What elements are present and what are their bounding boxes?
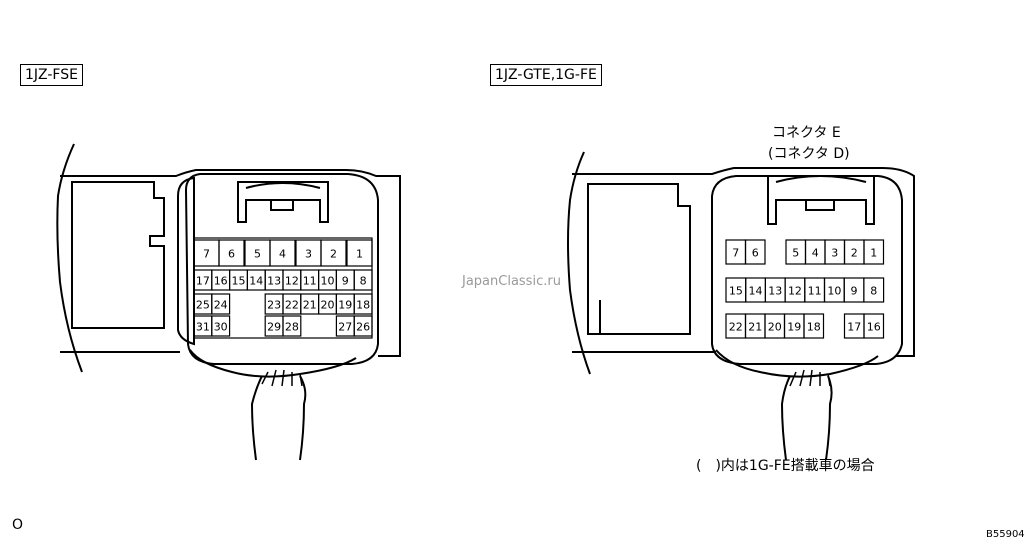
left-pin-26: 26 (356, 321, 370, 334)
right-pin-20: 20 (768, 321, 782, 334)
left-pin-28: 28 (285, 321, 299, 334)
right-pin-10: 10 (827, 285, 841, 298)
connector-d-label: (コネクタ D) (768, 146, 850, 162)
right-pin-22: 22 (729, 321, 743, 334)
right-connector-body (567, 151, 915, 461)
note-text: ( )内は1G-FE搭載車の場合 (696, 458, 875, 474)
left-pin-2: 2 (330, 248, 337, 261)
watermark: JapanClassic.ru (462, 274, 561, 289)
right-pin-9: 9 (851, 285, 858, 298)
right-pin-14: 14 (749, 285, 763, 298)
left-pin-30: 30 (214, 321, 228, 334)
left-pin-23: 23 (267, 299, 281, 312)
left-pin-21: 21 (303, 299, 317, 312)
right-pin-18-cell (803, 313, 825, 339)
right-pin-17: 17 (847, 321, 861, 334)
right-pin-8-cell (863, 277, 885, 303)
right-pin-13: 13 (768, 285, 782, 298)
right-pin-19: 19 (787, 321, 801, 334)
left-pin-14: 14 (249, 275, 263, 288)
left-engine-label: 1JZ-FSE (20, 64, 83, 86)
left-pin-20: 20 (321, 299, 335, 312)
right-pin-1: 1 (870, 247, 877, 260)
left-pin-13: 13 (267, 275, 281, 288)
corner-mark: O (12, 517, 24, 533)
left-pin-18-cell (353, 293, 373, 315)
right-pin-6: 6 (752, 247, 759, 260)
right-pin-2: 2 (851, 247, 858, 260)
right-pin-8: 8 (870, 285, 877, 298)
right-pin-4: 4 (812, 247, 819, 260)
connector-e-label: コネクタ E (772, 125, 841, 141)
right-pin-6-cell (744, 239, 766, 265)
left-pin-10: 10 (321, 275, 335, 288)
left-pin-16: 16 (214, 275, 228, 288)
left-pin-31: 31 (196, 321, 210, 334)
left-pin-6-cell (218, 239, 245, 267)
left-pin-22: 22 (285, 299, 299, 312)
left-pin-1-cell (346, 239, 373, 267)
right-pin-16-cell (863, 313, 885, 339)
left-pin-24: 24 (214, 299, 228, 312)
figure-id: B55904 (986, 529, 1025, 540)
right-pin-1-cell (863, 239, 885, 265)
left-pin-30-cell (211, 315, 231, 337)
left-pin-9: 9 (342, 275, 349, 288)
left-pin-3: 3 (305, 248, 312, 261)
right-pin-15: 15 (729, 285, 743, 298)
left-pin-4-cell (269, 239, 296, 267)
left-pin-6: 6 (228, 248, 235, 261)
left-pin-15: 15 (232, 275, 246, 288)
left-pin-8: 8 (360, 275, 367, 288)
left-pin-5: 5 (254, 248, 261, 261)
right-pin-21: 21 (748, 321, 762, 334)
right-pin-11: 11 (808, 285, 822, 298)
left-pin-1: 1 (356, 248, 363, 261)
left-pin-17: 17 (196, 275, 210, 288)
left-connector-body (56, 143, 401, 461)
left-pin-2-cell (320, 239, 347, 267)
left-pin-26-cell (353, 315, 373, 337)
left-pin-19: 19 (338, 299, 352, 312)
right-pin-5: 5 (792, 247, 799, 260)
right-pin-7: 7 (732, 247, 739, 260)
right-pin-3: 3 (831, 247, 838, 260)
right-pin-18: 18 (807, 321, 821, 334)
left-pin-8-cell (353, 269, 373, 291)
right-engine-label: 1JZ-GTE,1G-FE (490, 64, 602, 86)
left-pin-18: 18 (356, 299, 370, 312)
left-pin-12: 12 (285, 275, 299, 288)
left-pin-4: 4 (279, 248, 286, 261)
left-pin-7: 7 (203, 248, 210, 261)
left-pin-24-cell (211, 293, 231, 315)
left-pin-25: 25 (196, 299, 210, 312)
right-pin-12: 12 (788, 285, 802, 298)
left-pin-27: 27 (338, 321, 352, 334)
left-pin-28-cell (282, 315, 302, 337)
left-pin-29: 29 (267, 321, 281, 334)
left-pin-11: 11 (303, 275, 317, 288)
right-pin-16: 16 (867, 321, 881, 334)
